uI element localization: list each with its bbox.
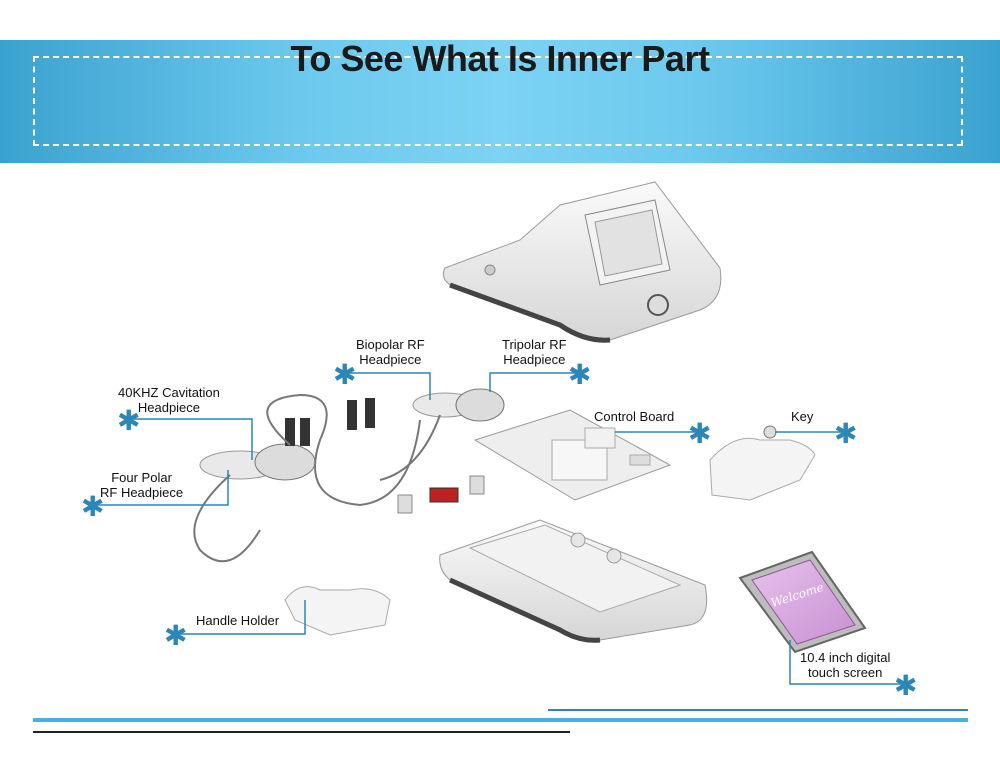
label-tripolar: Tripolar RF Headpiece bbox=[502, 337, 567, 367]
asterisk-icon: ✱ bbox=[568, 361, 591, 389]
asterisk-icon: ✱ bbox=[834, 420, 857, 448]
label-biopolar: Biopolar RF Headpiece bbox=[356, 337, 425, 367]
handle-holder bbox=[285, 587, 390, 635]
label-handle-holder: Handle Holder bbox=[196, 613, 279, 628]
headpieces bbox=[194, 389, 504, 561]
footer-rules bbox=[33, 710, 968, 732]
leader-tripolar bbox=[490, 373, 580, 392]
asterisk-icon: ✱ bbox=[688, 420, 711, 448]
asterisk-icon: ✱ bbox=[894, 672, 917, 700]
key-holder bbox=[710, 426, 815, 500]
label-screen: 10.4 inch digital touch screen bbox=[800, 650, 890, 680]
label-four-polar: Four Polar RF Headpiece bbox=[100, 470, 183, 500]
bottom-housing bbox=[440, 520, 707, 640]
leader-biopolar bbox=[345, 373, 430, 400]
label-control-board: Control Board bbox=[594, 409, 674, 424]
top-housing bbox=[443, 182, 720, 340]
asterisk-icon: ✱ bbox=[117, 407, 140, 435]
asterisk-icon: ✱ bbox=[164, 622, 187, 650]
touch-screen bbox=[740, 552, 865, 652]
asterisk-icon: ✱ bbox=[81, 493, 104, 521]
asterisk-icon: ✱ bbox=[333, 361, 356, 389]
label-key: Key bbox=[791, 409, 813, 424]
